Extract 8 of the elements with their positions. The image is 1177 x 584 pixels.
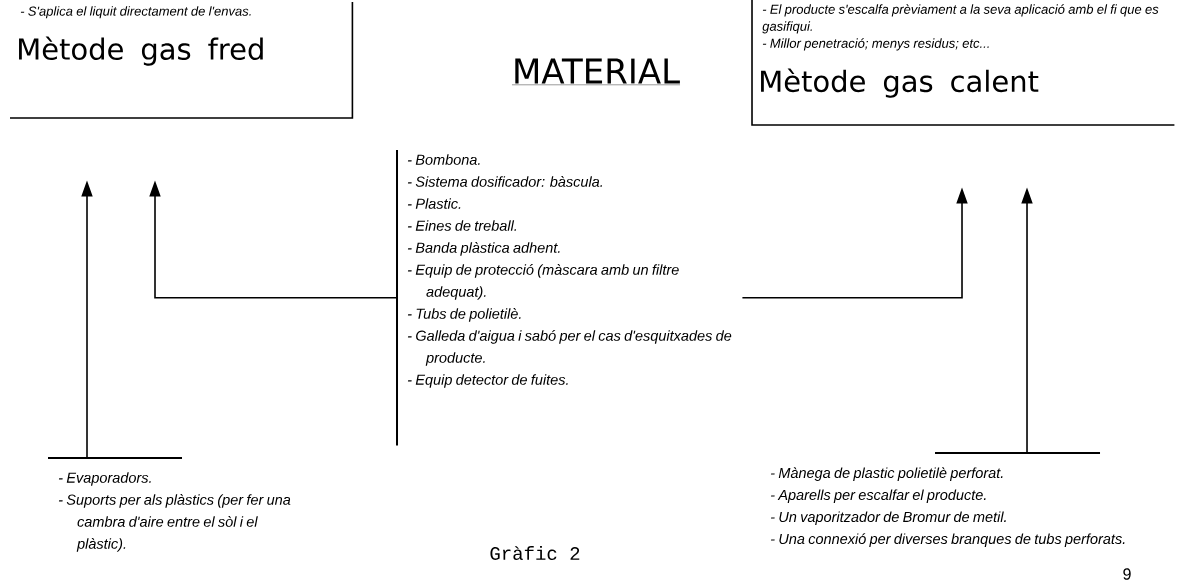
method-heading: - El producte s'escalfa prèviament a la seva aplicació amb el fi que es gasifiqui. - Millor penetració; menys residus; etc... Mètode gas calent [751, 0, 1176, 126]
bracketed-list: - Bombona. - Sistema dosificador: bàscula. - Plastic. - Eines de treball. - Banda plàstica adhent. - Equip de protecció (màscara amb un filtre adequat). - Tubs de polietilè. - Galleda d'aigua i sabó per el cas d'esquitxades de producte. - Equip detector de fuites. [396, 149, 732, 447]
equipment-list: - Mànega de plastic polietilè perforat. - Aparells per escalfar el producte. - Un vaporitzador de Bromur de metil. - Una connexió per diverses branques de tubs perforats. [770, 452, 1125, 547]
caption: Gràfic 2 [490, 546, 580, 560]
method-heading: - S'aplica el liquit directament de l'envas. Mètode gas fred [9, 1, 354, 119]
page-number: 9 [1123, 568, 1131, 580]
equipment-list: - Evaporadors. - Suports per als plàstics (per fer una cambra d'aire entre el sòl i el plàstic). [47, 457, 291, 552]
title: MATERIAL [511, 58, 681, 85]
